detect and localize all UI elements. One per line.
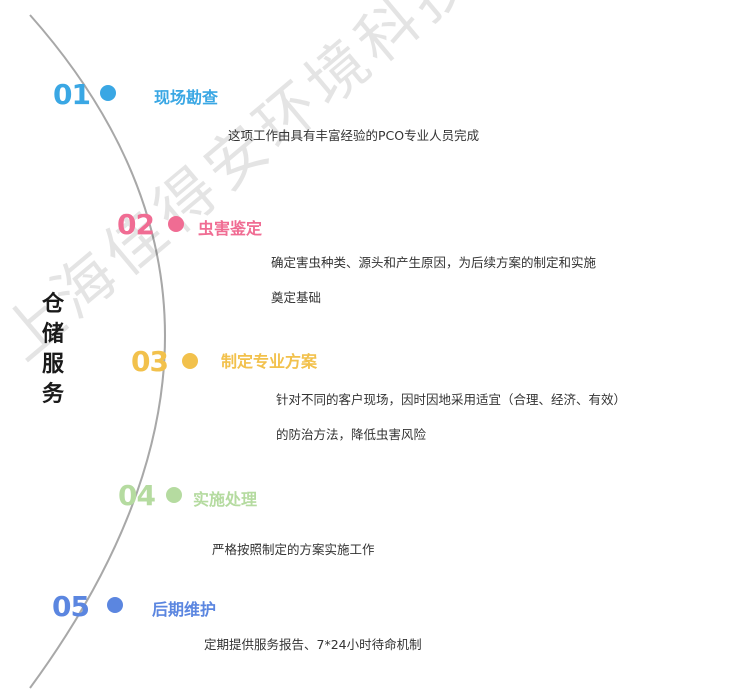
step-3-number: 03	[131, 345, 169, 378]
side-title: 仓 储 服 务	[36, 290, 70, 410]
step-5-title: 后期维护	[152, 600, 217, 619]
step-3-desc-line-1: 针对不同的客户现场，因时因地采用适宜（合理、经济、有效）	[276, 392, 627, 407]
step-2-dot	[168, 216, 184, 232]
step-2-desc-line-1: 确定害虫种类、源头和产生原因，为后续方案的制定和实施	[271, 255, 597, 270]
step-4-dot	[166, 487, 182, 503]
step-4-number: 04	[118, 479, 156, 512]
side-title-char-2: 储	[41, 322, 64, 347]
step-3-title: 制定专业方案	[221, 352, 318, 371]
step-1-title: 现场勘查	[154, 88, 219, 107]
side-title-char-4: 务	[41, 382, 64, 407]
step-2-number: 02	[117, 208, 155, 241]
step-1-desc-line-1: 这项工作由具有丰富经验的PCO专业人员完成	[228, 128, 480, 143]
step-4-desc-line-1: 严格按照制定的方案实施工作	[212, 542, 375, 557]
step-3-desc-line-2: 的防治方法，降低虫害风险	[276, 427, 427, 442]
step-1-dot	[100, 85, 116, 101]
step-4-title: 实施处理	[193, 490, 258, 509]
step-3-dot	[182, 353, 198, 369]
step-2-title: 虫害鉴定	[198, 219, 263, 238]
side-title-char-3: 服	[41, 352, 64, 377]
side-title-char-1: 仓	[41, 292, 64, 317]
step-2-desc-line-2: 奠定基础	[271, 290, 322, 305]
step-5-desc-line-1: 定期提供服务报告、7*24小时待命机制	[204, 637, 422, 652]
step-1-number: 01	[53, 78, 91, 111]
step-5-number: 05	[52, 590, 90, 623]
step-5-dot	[107, 597, 123, 613]
